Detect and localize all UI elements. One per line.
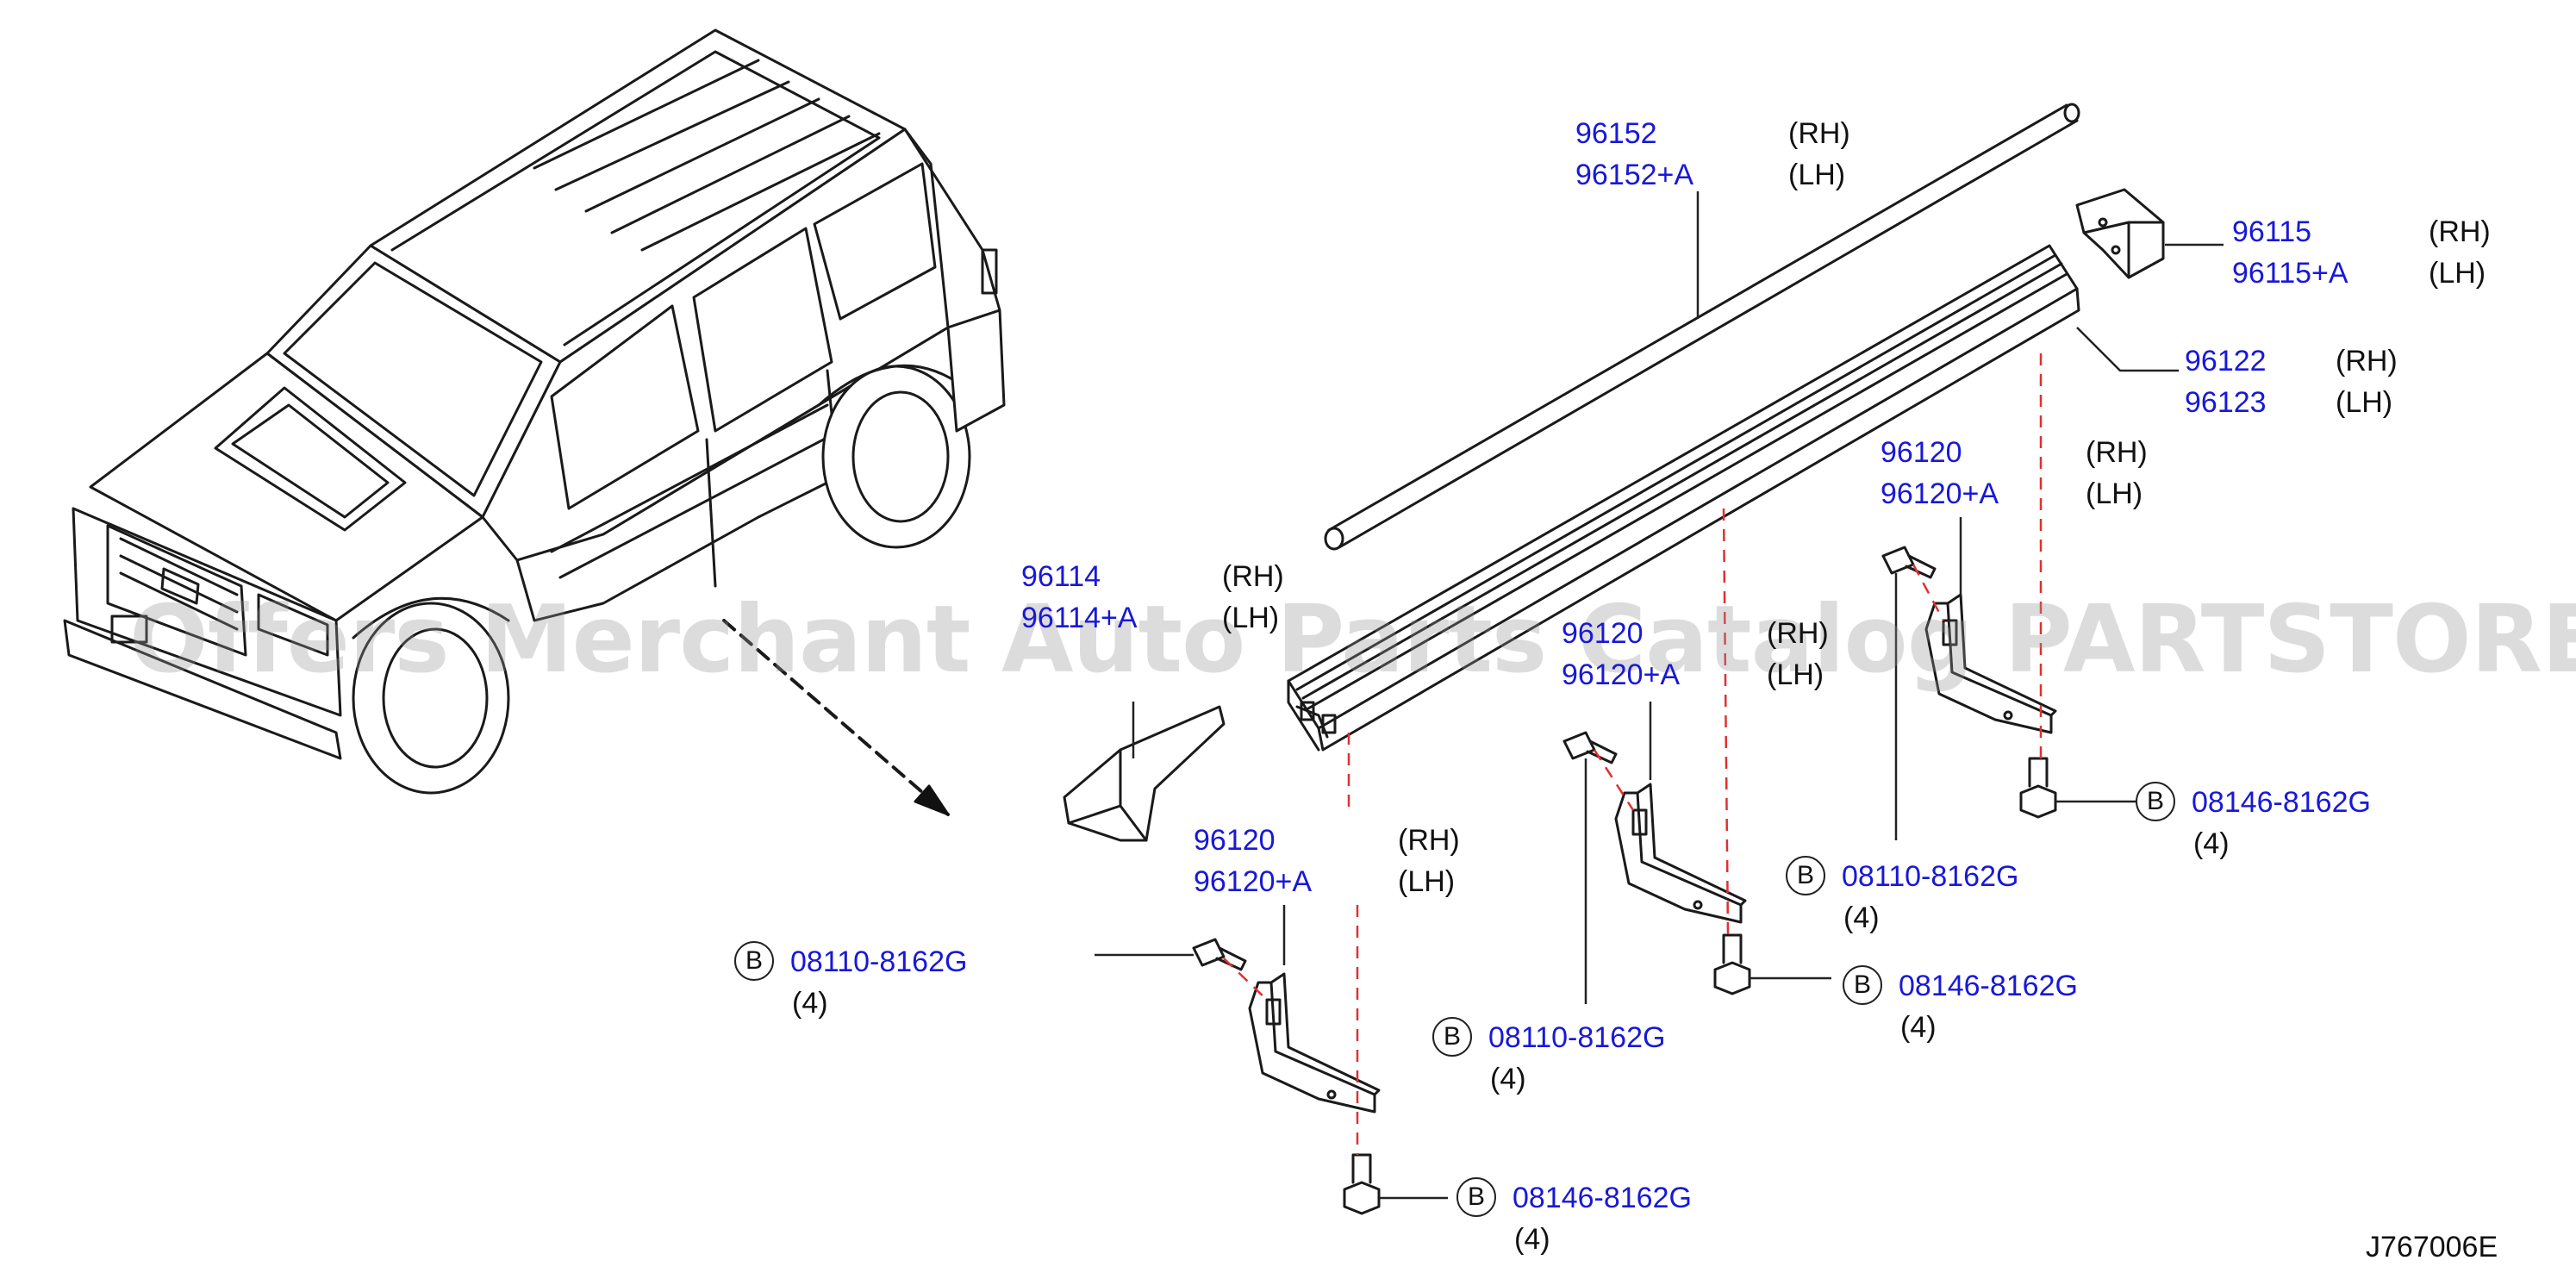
side-label: (LH)	[1222, 602, 1280, 634]
part-number[interactable]: 96152+A	[1575, 159, 1694, 191]
centerlines	[1223, 353, 2043, 1155]
bolt-mark: B	[1843, 965, 1882, 1005]
step-rail	[1287, 244, 2080, 752]
part-number[interactable]: 96123	[2185, 386, 2267, 419]
bolt-08146-left	[1343, 1153, 1381, 1215]
quantity: (4)	[792, 987, 828, 1020]
side-label: (RH)	[2086, 436, 2148, 469]
side-label: (RH)	[1222, 560, 1284, 593]
quantity: (4)	[1843, 902, 1880, 934]
bracket-right	[1924, 593, 2057, 734]
side-label: (LH)	[1767, 658, 1824, 691]
side-label: (LH)	[2336, 386, 2393, 419]
part-number[interactable]: 08110-8162G	[1842, 860, 2019, 893]
part-number[interactable]: 96152	[1575, 117, 1657, 150]
part-number[interactable]: 08146-8162G	[1513, 1182, 1692, 1214]
direction-arrow	[722, 619, 950, 816]
bolt-08110-left	[1192, 938, 1247, 971]
side-label: (RH)	[1788, 117, 1850, 150]
part-number[interactable]: 96120+A	[1562, 658, 1681, 691]
part-number[interactable]: 96115	[2232, 215, 2312, 248]
bolt-mark: B	[1456, 1177, 1496, 1217]
front-cap	[1063, 705, 1226, 842]
part-number[interactable]: 96122	[2185, 345, 2267, 377]
quantity: (4)	[1490, 1063, 1526, 1095]
bolt-mark: B	[734, 941, 774, 981]
part-number[interactable]: 96120+A	[1881, 477, 1999, 510]
part-number[interactable]: 08146-8162G	[1899, 970, 2078, 1002]
bracket-left	[1248, 972, 1381, 1114]
bolt-08146-middle	[1713, 933, 1751, 995]
part-number[interactable]: 96114+A	[1021, 602, 1138, 634]
bracket-middle	[1614, 783, 1747, 924]
part-number[interactable]: 96120	[1881, 436, 1962, 469]
bolt-08110-middle	[1562, 731, 1618, 764]
part-number[interactable]: 08146-8162G	[2192, 786, 2371, 819]
side-label: (LH)	[2086, 477, 2143, 510]
part-number[interactable]: 96120	[1562, 617, 1644, 650]
part-number[interactable]: 96120+A	[1194, 865, 1313, 898]
quantity: (4)	[1514, 1223, 1550, 1256]
side-label: (LH)	[1398, 865, 1456, 898]
vehicle-illustration	[63, 28, 1006, 795]
side-label: (RH)	[1767, 617, 1829, 650]
end-cap	[2075, 188, 2165, 279]
bolt-08110-right	[1881, 546, 1937, 579]
part-number[interactable]: 08110-8162G	[1488, 1021, 1666, 1054]
molding-strip	[1324, 103, 2080, 551]
diagram-code: J767006E	[2366, 1231, 2498, 1263]
part-number[interactable]: 08110-8162G	[790, 945, 968, 978]
part-number[interactable]: 96120	[1194, 824, 1276, 857]
part-number[interactable]: 96114	[1021, 560, 1101, 593]
quantity: (4)	[1900, 1011, 1937, 1044]
side-label: (LH)	[2429, 257, 2486, 290]
side-label: (RH)	[1398, 824, 1460, 857]
bolt-mark: B	[2136, 782, 2175, 821]
watermark: Offers Merchant Auto Parts Catalog PARTS…	[129, 586, 2576, 694]
bolt-mark: B	[1786, 856, 1825, 895]
quantity: (4)	[2193, 827, 2230, 860]
bolt-mark: B	[1432, 1017, 1472, 1057]
side-label: (LH)	[1788, 159, 1846, 191]
side-label: (RH)	[2429, 215, 2491, 248]
bolt-08146-right	[2019, 757, 2057, 819]
side-label: (RH)	[2336, 345, 2398, 377]
part-number[interactable]: 96115+A	[2232, 257, 2348, 290]
